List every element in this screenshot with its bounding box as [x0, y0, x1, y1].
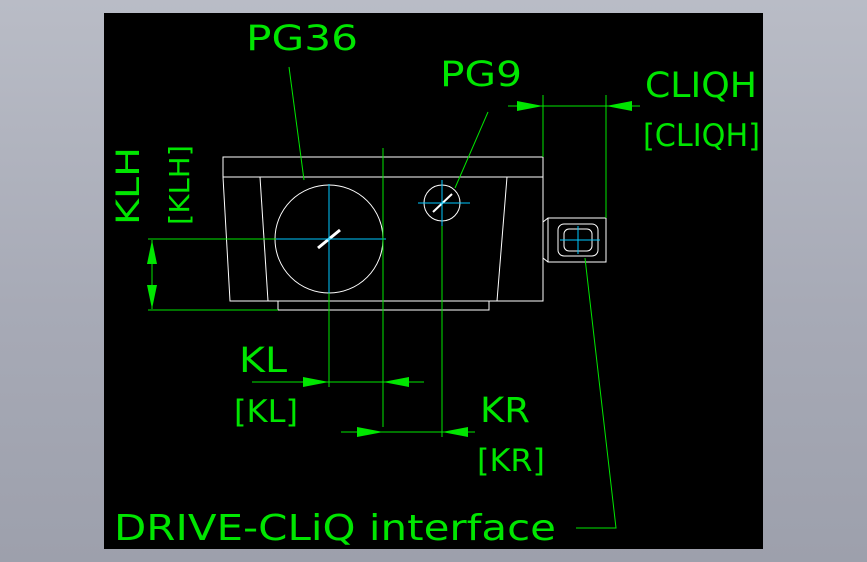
- dimension-arrowheads: [147, 101, 632, 437]
- kr-label: KR: [480, 391, 530, 431]
- pg9-label: PG9: [440, 55, 522, 95]
- pg36-label: PG36: [246, 19, 358, 59]
- drive-cliq-interface-label: DRIVE-CLiQ interface: [114, 508, 556, 549]
- terminal-box-outline: [222, 156, 607, 311]
- klh-bracket-label: [KLH]: [163, 145, 196, 225]
- kl-label: KL: [239, 341, 288, 381]
- kl-bracket-label: [KL]: [234, 394, 298, 430]
- cliqh-bracket-label: [CLIQH]: [643, 118, 760, 154]
- center-lines: [274, 180, 600, 296]
- drawing-viewport[interactable]: [104, 13, 763, 549]
- cliqh-label: CLIQH: [645, 66, 757, 106]
- dimension-lines: [148, 66, 640, 529]
- kr-bracket-label: [KR]: [477, 443, 545, 479]
- klh-label: KLH: [109, 147, 147, 225]
